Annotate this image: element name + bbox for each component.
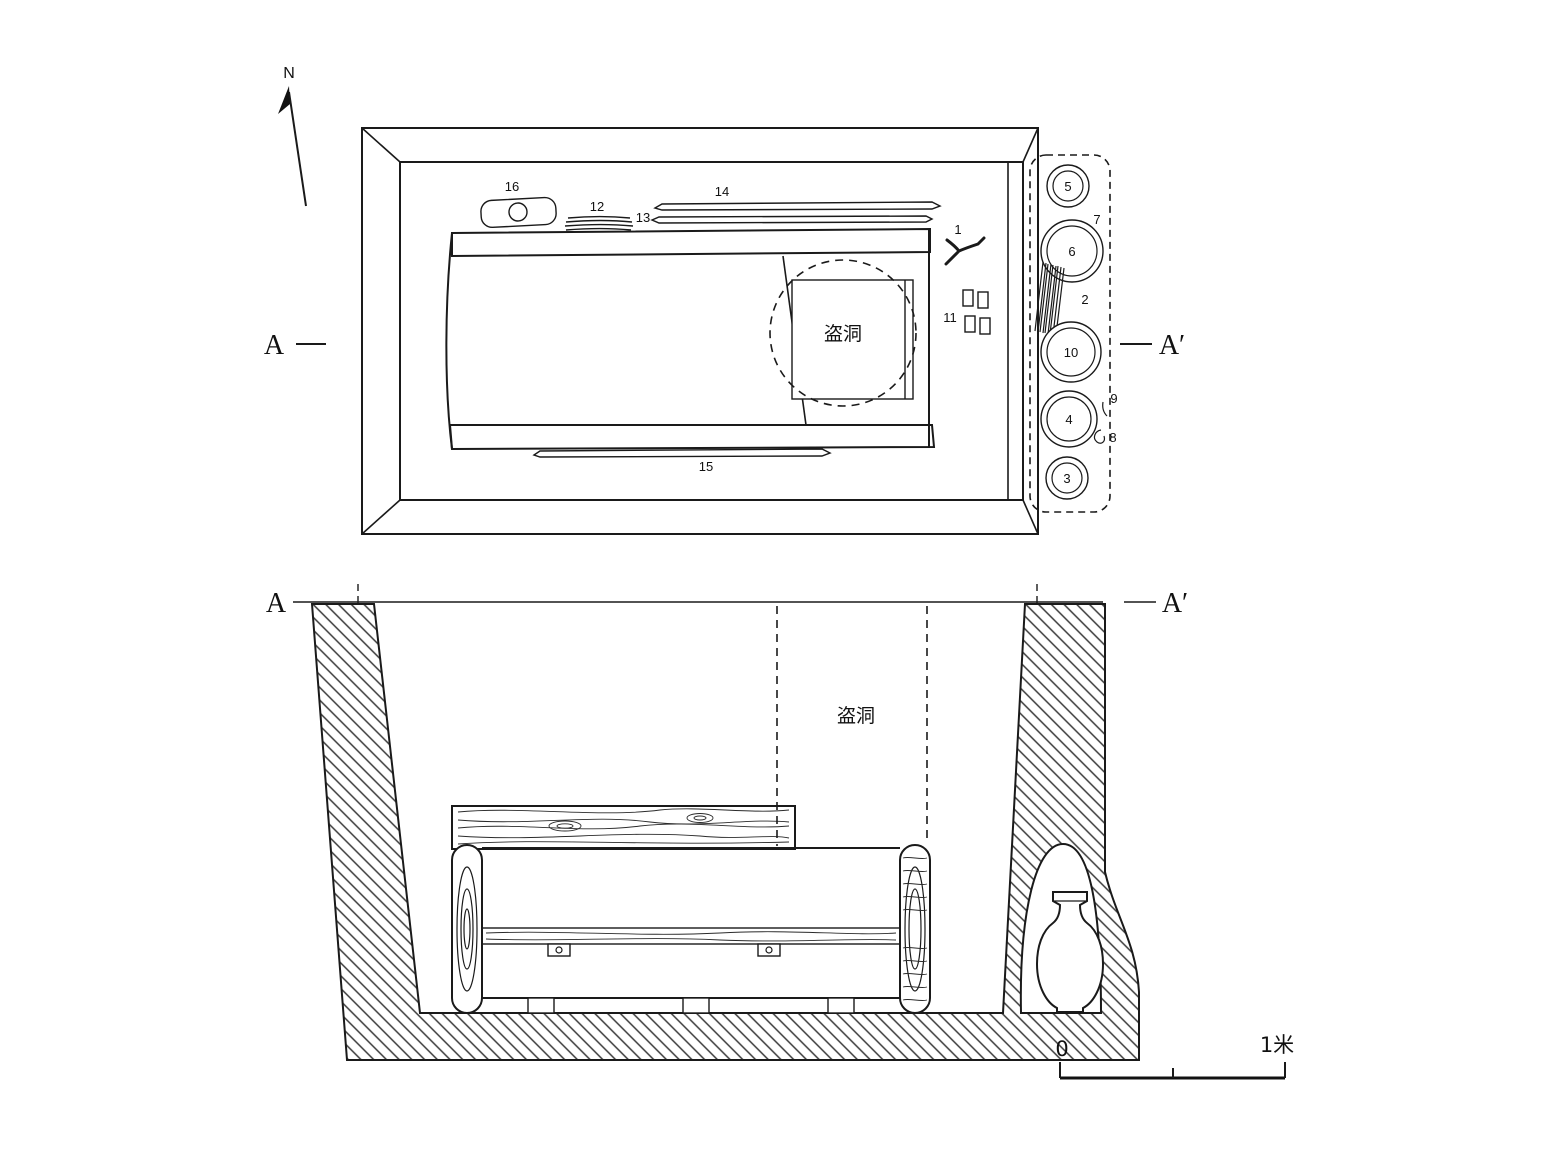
north-arrow: N (278, 65, 307, 207)
pot-5: 5 (1046, 164, 1090, 208)
niche-pot (1035, 891, 1105, 1013)
pot-3: 3 (1045, 456, 1089, 500)
plan-coffin-bottom-plank (448, 424, 936, 451)
artifact-14-rod (653, 201, 942, 211)
artifact-1-fork (944, 236, 986, 266)
north-label: N (283, 65, 295, 82)
artifact-2-label: 2 (1081, 292, 1088, 307)
section-robber-hole: 盗洞 (776, 606, 928, 846)
coffin-support-blocks (527, 997, 855, 1014)
coffin-floor-board (481, 927, 901, 945)
pot-6-label: 6 (1068, 244, 1075, 259)
plan-marker-a-prime: A′ (1159, 330, 1185, 361)
section-coffin (451, 805, 931, 1014)
artifact-12-stack (564, 215, 634, 231)
artifact-16-label: 16 (505, 179, 519, 194)
plan-view: A A′ 盗洞 16 (264, 127, 1185, 535)
artifact-9-mark (1102, 401, 1108, 417)
artifact-11-plaques (962, 289, 991, 335)
plan-robber-hole-label: 盗洞 (824, 323, 862, 345)
artifact-8-label: 8 (1109, 430, 1116, 445)
artifact-15-rod (532, 448, 832, 458)
artifact-12-label: 12 (590, 199, 604, 214)
section-view: A A′ (266, 584, 1294, 1080)
artifact-15-label: 15 (699, 459, 713, 474)
scale-bar: 0 1米 (1055, 1033, 1294, 1080)
artifact-13-rod (650, 215, 934, 224)
lid-plank-knots (548, 813, 714, 832)
pot-4: 4 (1040, 390, 1098, 448)
pot-5-label: 5 (1064, 179, 1071, 194)
plan-coffin (445, 227, 936, 451)
section-robber-hole-label: 盗洞 (837, 705, 875, 727)
plan-section-line: A A′ (264, 330, 1185, 361)
pot-10-label: 10 (1064, 345, 1078, 360)
artifact-13-label: 13 (636, 210, 650, 225)
artifact-8-mark (1093, 429, 1106, 444)
plan-pit-inner-wall (399, 161, 1024, 501)
coffin-left-end-board (451, 844, 483, 1014)
artifact-2-bundle (1034, 261, 1065, 336)
pot-4-label: 4 (1065, 412, 1072, 427)
plan-robber-hole: 盗洞 (769, 259, 917, 407)
artifact-11-label: 11 (943, 310, 957, 325)
north-arrow-head (278, 86, 290, 114)
coffin-right-end-board (899, 844, 931, 1014)
plan-marker-a: A (264, 330, 285, 361)
plan-inner-coffin-exposed (791, 279, 914, 400)
artifact-14-label: 14 (715, 184, 729, 199)
pot-3-label: 3 (1063, 471, 1070, 486)
section-marker-a-prime: A′ (1162, 588, 1188, 619)
niche-outline (1029, 154, 1111, 513)
plan-coffin-top-plank (451, 227, 931, 258)
scale-start-label: 0 (1055, 1037, 1068, 1061)
plan-robber-hole-circle (769, 259, 917, 407)
lid-plank-grain (457, 808, 790, 845)
artifact-9-label: 9 (1110, 391, 1117, 406)
artifact-7-label: 7 (1093, 212, 1100, 227)
floor-board-grain (485, 931, 897, 942)
artifact-1-label: 1 (954, 222, 961, 237)
plan-artifacts: 16 12 14 13 1 11 15 (480, 179, 991, 474)
plan-pit-corner-lines (361, 127, 1039, 535)
scale-end-label: 1米 (1260, 1033, 1294, 1057)
north-arrow-shaft (288, 91, 307, 207)
plan-coffin-left-end (445, 232, 453, 450)
plan-niche: 5 7 6 2 10 4 9 8 3 (1029, 154, 1118, 513)
artifact-16-box (480, 196, 557, 229)
floor-board-cleats (547, 943, 781, 957)
pot-10: 10 (1040, 321, 1102, 383)
section-marker-a: A (266, 588, 287, 619)
